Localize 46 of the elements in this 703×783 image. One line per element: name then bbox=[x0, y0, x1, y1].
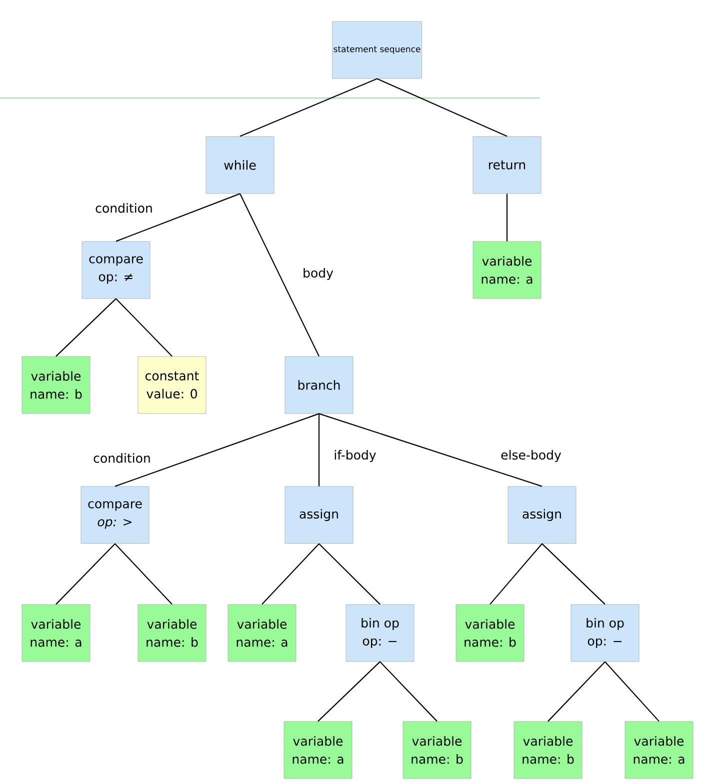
tree-edge bbox=[114, 413, 320, 487]
tree-node-box: compare op: ≠ bbox=[82, 241, 150, 299]
edge-label: body bbox=[304, 268, 334, 280]
tree-node-box: variable name: a bbox=[22, 604, 90, 662]
tree-edge bbox=[116, 298, 172, 357]
tree-node-box: branch bbox=[284, 356, 354, 414]
edge-label: condition bbox=[96, 203, 152, 213]
tree-edge bbox=[318, 543, 380, 605]
tree-node-box: variable name: b bbox=[22, 356, 90, 414]
tree-edge bbox=[262, 543, 320, 605]
tree-node-box: bin op op: − bbox=[346, 604, 414, 662]
edge-label: condition bbox=[94, 453, 150, 463]
tree-node-box: variable name: b bbox=[514, 721, 582, 779]
tree-edge bbox=[240, 193, 320, 357]
edge-label: else-body bbox=[501, 450, 562, 462]
tree-node-box: assign bbox=[284, 486, 354, 544]
tree-edge bbox=[56, 298, 116, 357]
tree-edge bbox=[506, 194, 508, 242]
tree-edge bbox=[542, 543, 606, 605]
tree-edge bbox=[114, 543, 172, 605]
tree-node-box: variable name: b bbox=[138, 604, 206, 662]
tree-node-box: variable name: a bbox=[284, 721, 352, 779]
tree-node-box: variable name: a bbox=[228, 604, 296, 662]
tree-node-box: variable name: b bbox=[456, 604, 524, 662]
tree-node-box: while bbox=[206, 136, 274, 194]
tree-edge bbox=[116, 193, 240, 242]
tree-node-box: variable name: a bbox=[624, 721, 694, 779]
tree-node-box: variable name: a bbox=[472, 241, 542, 299]
tree-edge bbox=[604, 661, 660, 722]
tree-edge bbox=[318, 413, 542, 487]
tree-node-box: statement sequence bbox=[332, 21, 422, 79]
tree-node-box: assign bbox=[508, 486, 576, 544]
tree-edge bbox=[318, 661, 380, 722]
tree-node-box: variable name: b bbox=[402, 721, 472, 779]
tree-node-box: bin op op: − bbox=[570, 604, 640, 662]
tree-edge bbox=[376, 78, 508, 137]
tree-edge bbox=[56, 543, 116, 605]
tree-node-box: constant value: 0 bbox=[138, 356, 206, 414]
tree-edge bbox=[240, 78, 378, 137]
edge-label: if-body bbox=[334, 450, 376, 462]
tree-node-box: return bbox=[472, 136, 542, 194]
tree-edge bbox=[548, 661, 606, 722]
tree-edge bbox=[380, 661, 438, 722]
tree-node-box: compare op: > bbox=[80, 486, 150, 544]
tree-edge bbox=[318, 414, 320, 486]
tree-edge bbox=[490, 543, 542, 605]
